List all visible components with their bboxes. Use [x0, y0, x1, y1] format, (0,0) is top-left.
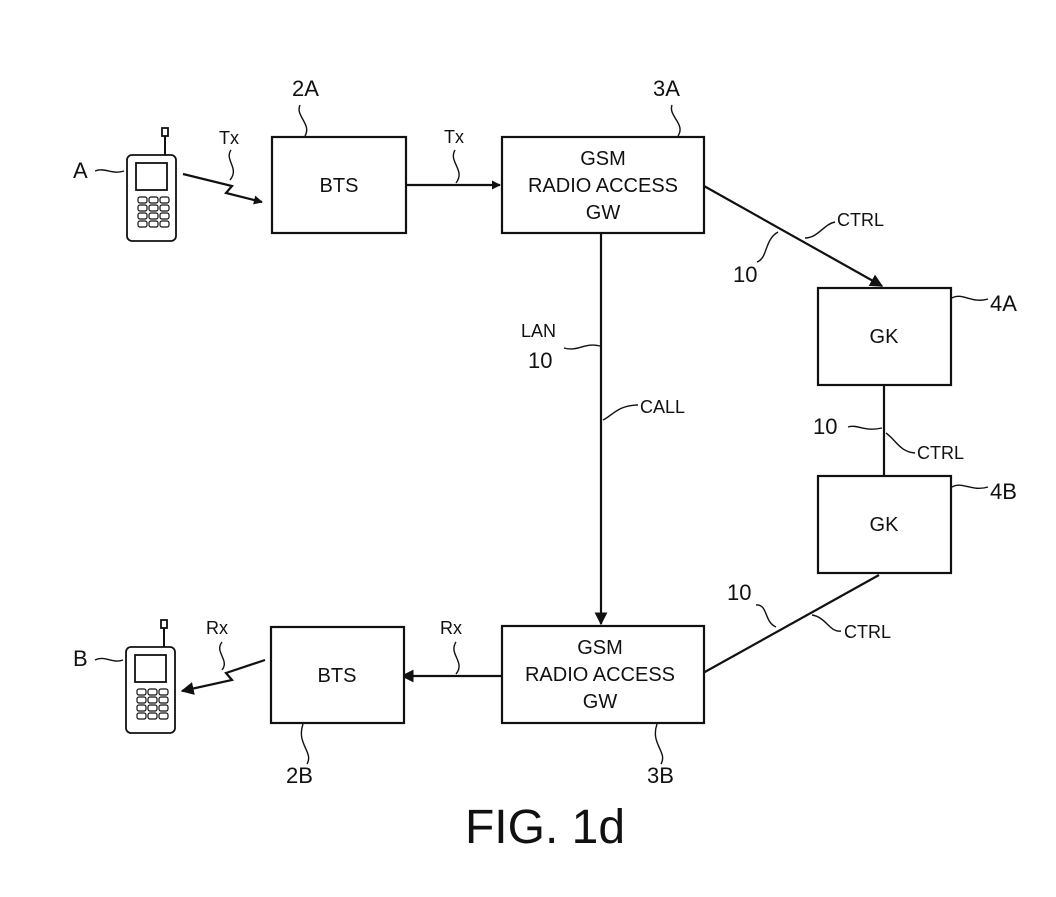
gw-a-line-3: GW: [586, 202, 621, 224]
lan-label: LAN: [521, 321, 556, 341]
ctrl-link-gw-a-to-gk-a: [704, 186, 882, 286]
radio-link-rx-label: Rx: [206, 618, 228, 638]
ctrl-link-b-ref: 10: [727, 580, 751, 605]
gw-b-line-2: RADIO ACCESS: [525, 664, 675, 686]
bts-b-ref: 2B: [286, 763, 313, 788]
gk-b-label: GK: [870, 514, 900, 536]
bts-a-ref: 2A: [292, 76, 319, 101]
rx-link-label: Rx: [440, 618, 462, 638]
gk-a-label: GK: [870, 326, 900, 348]
mobile-phone-b-icon: [126, 620, 175, 733]
phone-a-ref: A: [73, 158, 88, 183]
figure-caption: FIG. 1d: [465, 801, 625, 854]
gw-a-line-1: GSM: [580, 148, 626, 170]
gw-a-ref: 3A: [653, 76, 680, 101]
tx-link-label: Tx: [444, 127, 464, 147]
gk-a-ref: 4A: [990, 291, 1017, 316]
gw-a-line-2: RADIO ACCESS: [528, 175, 678, 197]
phone-b-ref: B: [73, 646, 88, 671]
radio-link-tx-label: Tx: [219, 128, 239, 148]
ctrl-link-gk-signal: CTRL: [917, 443, 964, 463]
bts-a-label: BTS: [320, 175, 359, 197]
call-signal-label: CALL: [640, 397, 685, 417]
radio-link-rx: [182, 660, 265, 691]
gw-b-line-1: GSM: [577, 637, 623, 659]
ctrl-link-a-ref: 10: [733, 262, 757, 287]
radio-link-tx: [183, 174, 262, 202]
gk-b-ref: 4B: [990, 479, 1017, 504]
ctrl-link-gk-ref: 10: [813, 414, 837, 439]
mobile-phone-a-icon: [127, 128, 176, 241]
ctrl-link-b-signal: CTRL: [844, 622, 891, 642]
bts-b-label: BTS: [318, 665, 357, 687]
gw-b-ref: 3B: [647, 763, 674, 788]
lan-ref: 10: [528, 348, 552, 373]
gw-b-line-3: GW: [583, 691, 618, 713]
ctrl-link-a-signal: CTRL: [837, 210, 884, 230]
